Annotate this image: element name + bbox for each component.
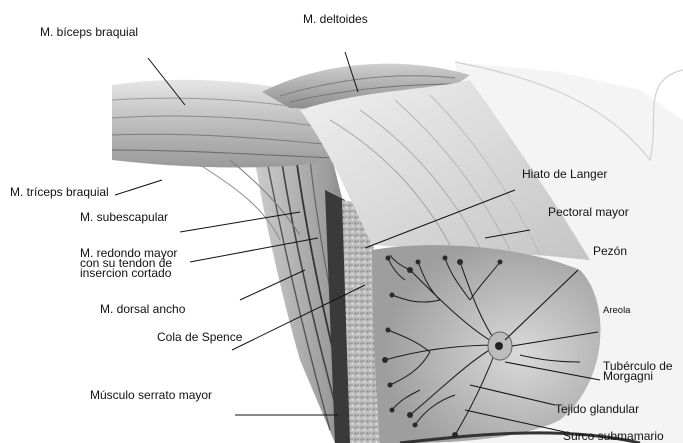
label-hiato: Hiato de Langer [522,168,607,180]
label-tejido: Tejido glandular [555,403,639,415]
label-areola: Areola [603,305,630,317]
label-dorsal: M. dorsal ancho [100,303,185,315]
label-redondo-line3: insercion cortado [80,268,177,278]
label-pezon: Pezón [593,245,627,257]
label-pectoral: Pectoral mayor [548,206,629,218]
label-deltoides: M. deltoides [303,13,368,25]
label-serrato: Músculo serrato mayor [90,389,212,401]
label-redondo: M. redondo mayor con su tendon de inserc… [80,248,177,278]
label-biceps: M. bíceps braquial [40,26,138,38]
label-cola: Cola de Spence [157,331,242,343]
label-tuberculo: Tubérculo de Morgagni [603,361,673,381]
label-surco: Surco submamario [563,430,664,442]
label-subescapular: M. subescapular [80,211,168,223]
label-triceps: M. tríceps braquial [10,186,109,198]
nipple-shape [495,342,503,350]
